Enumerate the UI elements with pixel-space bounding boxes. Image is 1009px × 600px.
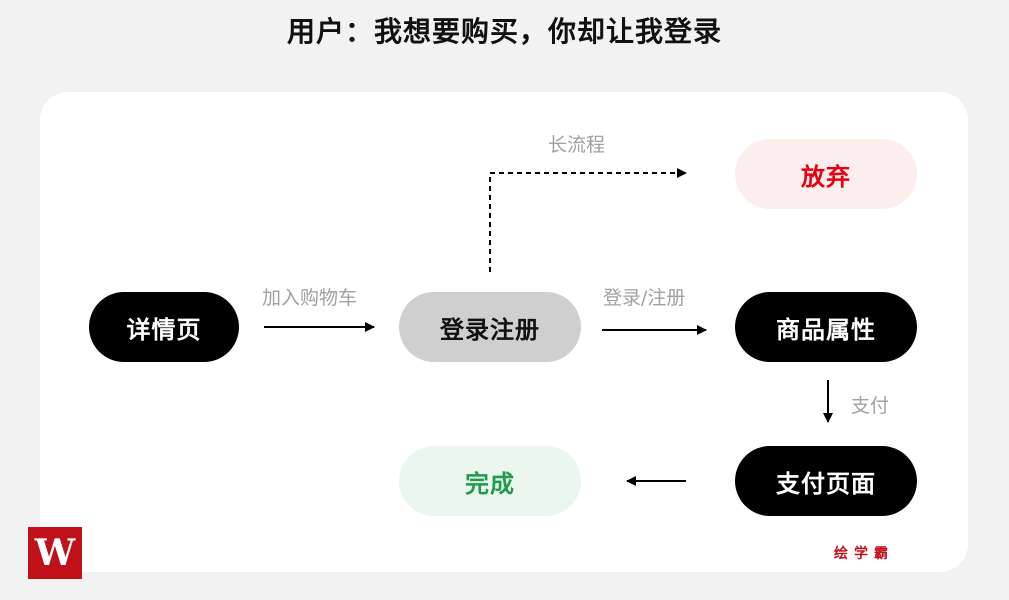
edge-label-pay: 支付 [851, 395, 890, 417]
brand-logo: W [28, 527, 82, 579]
page-title: 用户：我想要购买，你却让我登录 [286, 15, 722, 48]
node-give-up: 放弃 [735, 139, 917, 209]
node-detail-page: 详情页 [89, 292, 239, 362]
edge-label-add-to-cart: 加入购物车 [262, 287, 358, 309]
node-complete: 完成 [399, 446, 581, 516]
node-product-attributes: 商品属性 [735, 292, 917, 362]
edge-label-login-register: 登录/注册 [603, 287, 686, 309]
edge-label-long-flow: 长流程 [548, 134, 606, 156]
node-payment-page: 支付页面 [735, 446, 917, 516]
brand-watermark: 绘学霸 [834, 546, 894, 562]
node-login-register: 登录注册 [399, 292, 581, 362]
